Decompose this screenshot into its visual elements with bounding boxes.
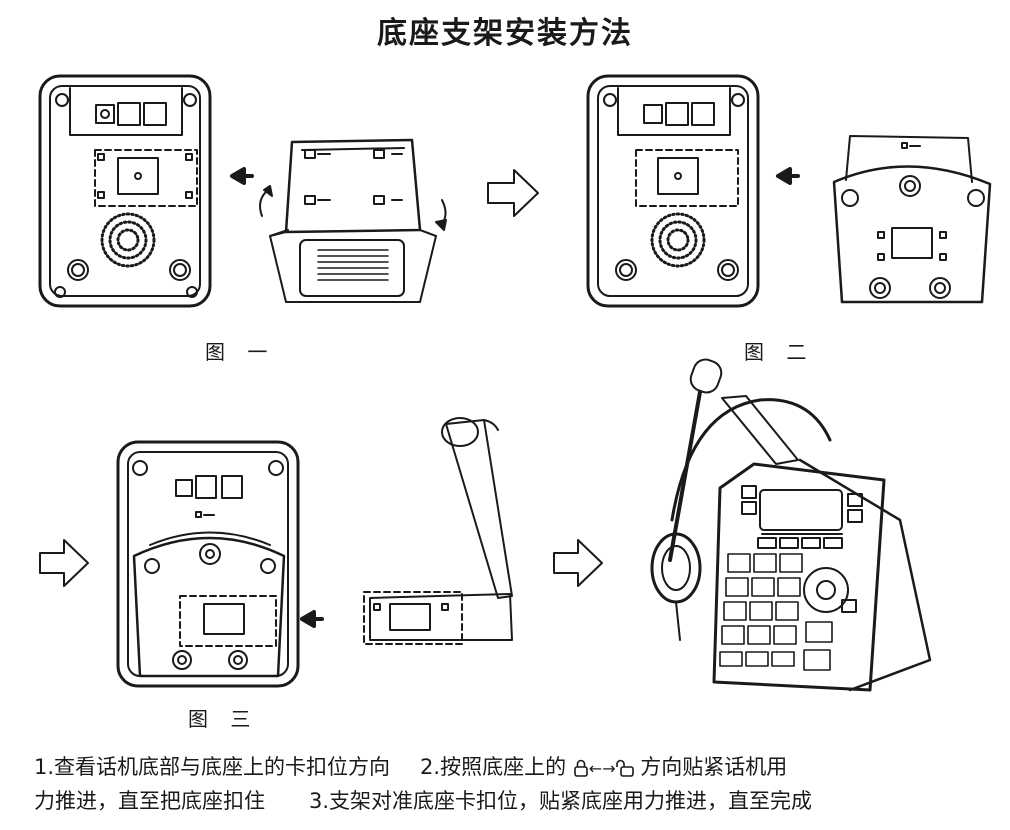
instruction-line-1: 1.查看话机底部与底座上的卡扣位方向 2.按照底座上的 ←→ 方向贴紧话机用 (34, 750, 984, 786)
step-2-text: 2.按照底座上的 (420, 755, 567, 779)
figure-caption-3: 图 三 (188, 707, 259, 731)
lock-direction-arrows: ←→ (588, 759, 616, 778)
fig3-bracket (363, 417, 513, 645)
hollow-arrow-right-icon (553, 539, 603, 587)
step-3-text: 3.支架对准底座卡扣位，贴紧底座用力推进，直至完成 (309, 789, 813, 813)
figure-caption-1: 图 一 (205, 340, 276, 364)
instruction-line-2: 力推进，直至把底座扣住 3.支架对准底座卡扣位，贴紧底座用力推进，直至完成 (34, 784, 984, 818)
fig1-stand (259, 138, 447, 303)
fig1-phone-back (38, 74, 212, 308)
figure-caption-2: 图 二 (744, 340, 815, 364)
fig3-assembly (116, 440, 300, 688)
fig2-phone-back (586, 74, 760, 308)
fig3-final-phone (650, 358, 932, 692)
step-1-text: 1.查看话机底部与底座上的卡扣位方向 (34, 755, 391, 779)
hollow-arrow-right-icon (487, 169, 539, 217)
page-title: 底座支架安装方法 (377, 16, 633, 51)
step-2-continued: 力推进，直至把底座扣住 (34, 789, 265, 813)
arrow-left-icon (300, 610, 324, 628)
arrow-left-icon (776, 167, 800, 185)
step-2-suffix: 方向贴紧话机用 (640, 755, 788, 779)
fig2-stand (832, 135, 992, 304)
lock-icon (573, 759, 588, 777)
rotate-arrow-icon (259, 189, 269, 217)
unlock-icon (615, 759, 634, 777)
hollow-arrow-right-icon (39, 539, 89, 587)
arrow-left-icon (230, 167, 254, 185)
